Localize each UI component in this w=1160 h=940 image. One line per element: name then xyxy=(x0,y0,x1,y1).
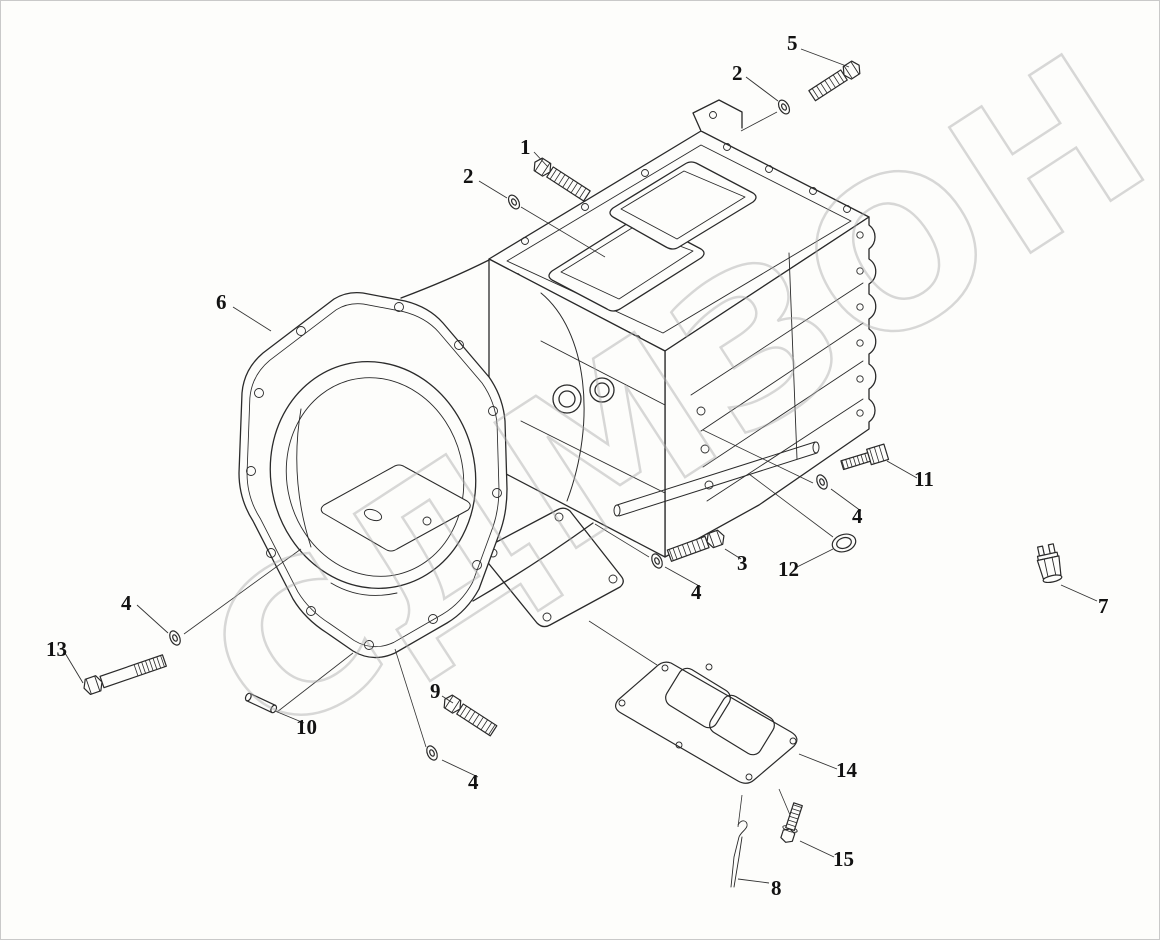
callout-2a: 2 xyxy=(732,61,743,85)
pin-10 xyxy=(244,692,278,714)
bolt-11 xyxy=(840,443,890,471)
callout-12: 12 xyxy=(778,557,799,581)
cone-transition xyxy=(400,259,615,602)
mount-rail xyxy=(613,441,820,517)
callout-9: 9 xyxy=(430,679,441,703)
callout-13: 13 xyxy=(46,637,67,661)
callout-4b: 4 xyxy=(691,580,702,604)
callout-7: 7 xyxy=(1098,594,1109,618)
washer-2-a xyxy=(777,99,791,115)
callout-2b: 2 xyxy=(463,164,474,188)
cup-plug-12 xyxy=(831,533,857,553)
callout-11: 11 xyxy=(914,467,934,491)
callout-4a: 4 xyxy=(852,504,863,528)
side-ribs xyxy=(690,231,864,502)
clutch-housing-flange xyxy=(238,291,508,659)
bolt-15 xyxy=(780,802,803,843)
washer-4-c xyxy=(169,630,181,646)
bolt-13 xyxy=(83,654,167,696)
bolt-5 xyxy=(808,60,861,102)
callout-6: 6 xyxy=(216,290,227,314)
gearbox-housing xyxy=(238,99,877,659)
top-opening-rear xyxy=(609,161,757,250)
bolt-1 xyxy=(533,157,591,202)
bolt-9 xyxy=(443,694,498,737)
plug-7 xyxy=(1036,543,1063,584)
washer-4-a xyxy=(816,474,828,490)
flange-bolt-holes xyxy=(246,302,502,650)
callout-4d: 4 xyxy=(468,770,479,794)
callout-10: 10 xyxy=(296,715,317,739)
assembly-lines xyxy=(183,111,834,828)
rear-end-flange xyxy=(664,216,877,558)
callout-15: 15 xyxy=(833,847,854,871)
callout-1: 1 xyxy=(520,135,531,159)
callout-3: 3 xyxy=(737,551,748,575)
washer-4-d xyxy=(426,745,438,761)
washer-2-b xyxy=(507,194,521,210)
wire-8 xyxy=(730,820,748,888)
leader-lines xyxy=(64,48,1098,884)
callout-4c: 4 xyxy=(121,591,132,615)
callout-5: 5 xyxy=(787,31,798,55)
bolt-3 xyxy=(666,529,725,562)
callout-8: 8 xyxy=(771,876,782,900)
cover-plate-14 xyxy=(615,661,798,784)
callout-14: 14 xyxy=(836,758,857,782)
washer-4-b xyxy=(651,553,663,569)
